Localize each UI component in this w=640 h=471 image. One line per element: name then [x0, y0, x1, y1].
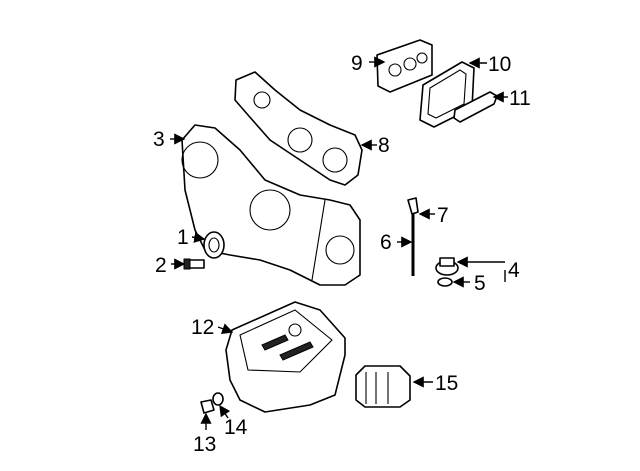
callout-4: 4 [508, 259, 520, 282]
part-5-o-ring[interactable] [437, 277, 453, 287]
part-2-bolt[interactable] [183, 258, 205, 270]
callout-9: 9 [351, 52, 363, 75]
leader-lines [170, 56, 508, 430]
callout-10: 10 [488, 53, 511, 76]
part-4-oil-filler-cap[interactable] [435, 257, 459, 276]
callout-12: 12 [191, 316, 214, 339]
callout-13: 13 [193, 433, 216, 456]
part-15-oil-filter[interactable] [355, 365, 411, 408]
part-1-pulley[interactable] [203, 231, 225, 259]
callout-11: 11 [509, 87, 531, 110]
callout-6: 6 [380, 231, 392, 254]
part-8-timing-cover[interactable] [234, 71, 363, 186]
part-13-drain-plug[interactable] [200, 399, 215, 414]
callout-5: 5 [474, 272, 486, 295]
part-11-seal[interactable] [453, 91, 498, 123]
callout-7: 7 [437, 204, 449, 227]
callout-14: 14 [224, 416, 248, 439]
callout-8: 8 [378, 134, 390, 157]
part-12-oil-pan[interactable] [225, 301, 346, 413]
callout-3: 3 [153, 128, 165, 151]
part-6-dipstick[interactable] [407, 197, 419, 276]
callout-1: 1 [177, 226, 189, 249]
callout-15: 15 [435, 372, 458, 395]
part-9-cover[interactable] [376, 39, 433, 93]
part-14-washer[interactable] [212, 392, 224, 406]
callout-2: 2 [155, 254, 167, 277]
